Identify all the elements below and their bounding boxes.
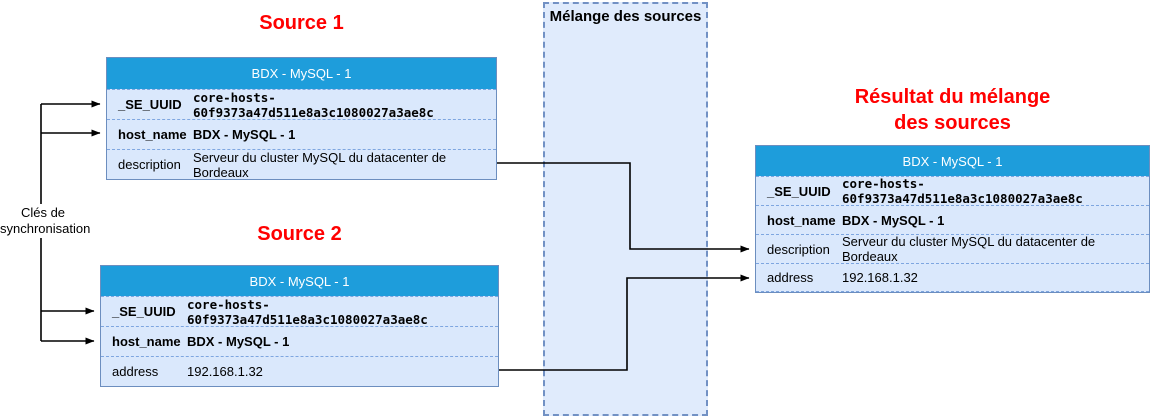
row-label: host_name — [767, 212, 836, 228]
table-row: host_name BDX - MySQL - 1 — [107, 119, 496, 149]
row-value: core-hosts-60f9373a47d511e8a3c1080027a3a… — [842, 176, 1083, 206]
sync-keys-label-line2: synchronisation — [0, 221, 91, 236]
sync-keys-label: Clés de synchronisation — [0, 204, 91, 238]
result-title: Résultat du mélange des sources — [755, 84, 1150, 136]
table-row: address 192.168.1.32 — [756, 263, 1149, 292]
table-row: host_name BDX - MySQL - 1 — [756, 205, 1149, 234]
melange-zone — [543, 2, 708, 416]
table-row: host_name BDX - MySQL - 1 — [101, 326, 498, 356]
row-label: description — [767, 241, 830, 257]
source1-table: BDX - MySQL - 1 _SE_UUID core-hosts-60f9… — [106, 57, 497, 180]
source2-title: Source 2 — [257, 223, 342, 245]
row-value: Serveur du cluster MySQL du datacenter d… — [842, 234, 1096, 264]
table-row: _SE_UUID core-hosts-60f9373a47d511e8a3c1… — [101, 296, 498, 327]
row-label: host_name — [112, 334, 181, 349]
row-label: description — [118, 157, 181, 172]
row-value: BDX - MySQL - 1 — [842, 212, 945, 228]
row-label: _SE_UUID — [767, 183, 831, 199]
source2-table: BDX - MySQL - 1 _SE_UUID core-hosts-60f9… — [100, 265, 499, 387]
connector-source2-address — [499, 274, 750, 371]
row-value: 192.168.1.32 — [187, 364, 263, 379]
result-table-header: BDX - MySQL - 1 — [756, 146, 1149, 176]
table-row: _SE_UUID core-hosts-60f9373a47d511e8a3c1… — [107, 89, 496, 120]
table-row: description Serveur du cluster MySQL du … — [107, 149, 496, 180]
result-title-line2: des sources — [894, 112, 1011, 134]
row-label: host_name — [118, 127, 187, 142]
row-label: _SE_UUID — [118, 97, 182, 112]
melange-zone-title: Mélange des sources — [549, 8, 702, 25]
table-row: address 192.168.1.32 — [101, 356, 498, 386]
result-title-line1: Résultat du mélange — [854, 86, 1051, 108]
connector-source1-description — [497, 162, 750, 253]
row-value: BDX - MySQL - 1 — [187, 334, 290, 349]
table-row: description Serveur du cluster MySQL du … — [756, 234, 1149, 264]
row-value: 192.168.1.32 — [842, 270, 918, 285]
row-value: Serveur du cluster MySQL du datacenter d… — [193, 149, 447, 180]
source1-title: Source 1 — [259, 12, 344, 34]
row-value: core-hosts-60f9373a47d511e8a3c1080027a3a… — [187, 296, 428, 327]
row-label: address — [767, 270, 814, 285]
table-row: _SE_UUID core-hosts-60f9373a47d511e8a3c1… — [756, 176, 1149, 206]
row-label: _SE_UUID — [112, 304, 176, 319]
row-value: BDX - MySQL - 1 — [193, 127, 296, 142]
sync-keys-label-line1: Clés de — [20, 205, 66, 220]
source1-table-header: BDX - MySQL - 1 — [107, 58, 496, 89]
source2-table-header: BDX - MySQL - 1 — [101, 266, 498, 296]
row-value: core-hosts-60f9373a47d511e8a3c1080027a3a… — [193, 89, 434, 120]
row-label: address — [112, 364, 159, 379]
result-table: BDX - MySQL - 1 _SE_UUID core-hosts-60f9… — [755, 145, 1150, 293]
